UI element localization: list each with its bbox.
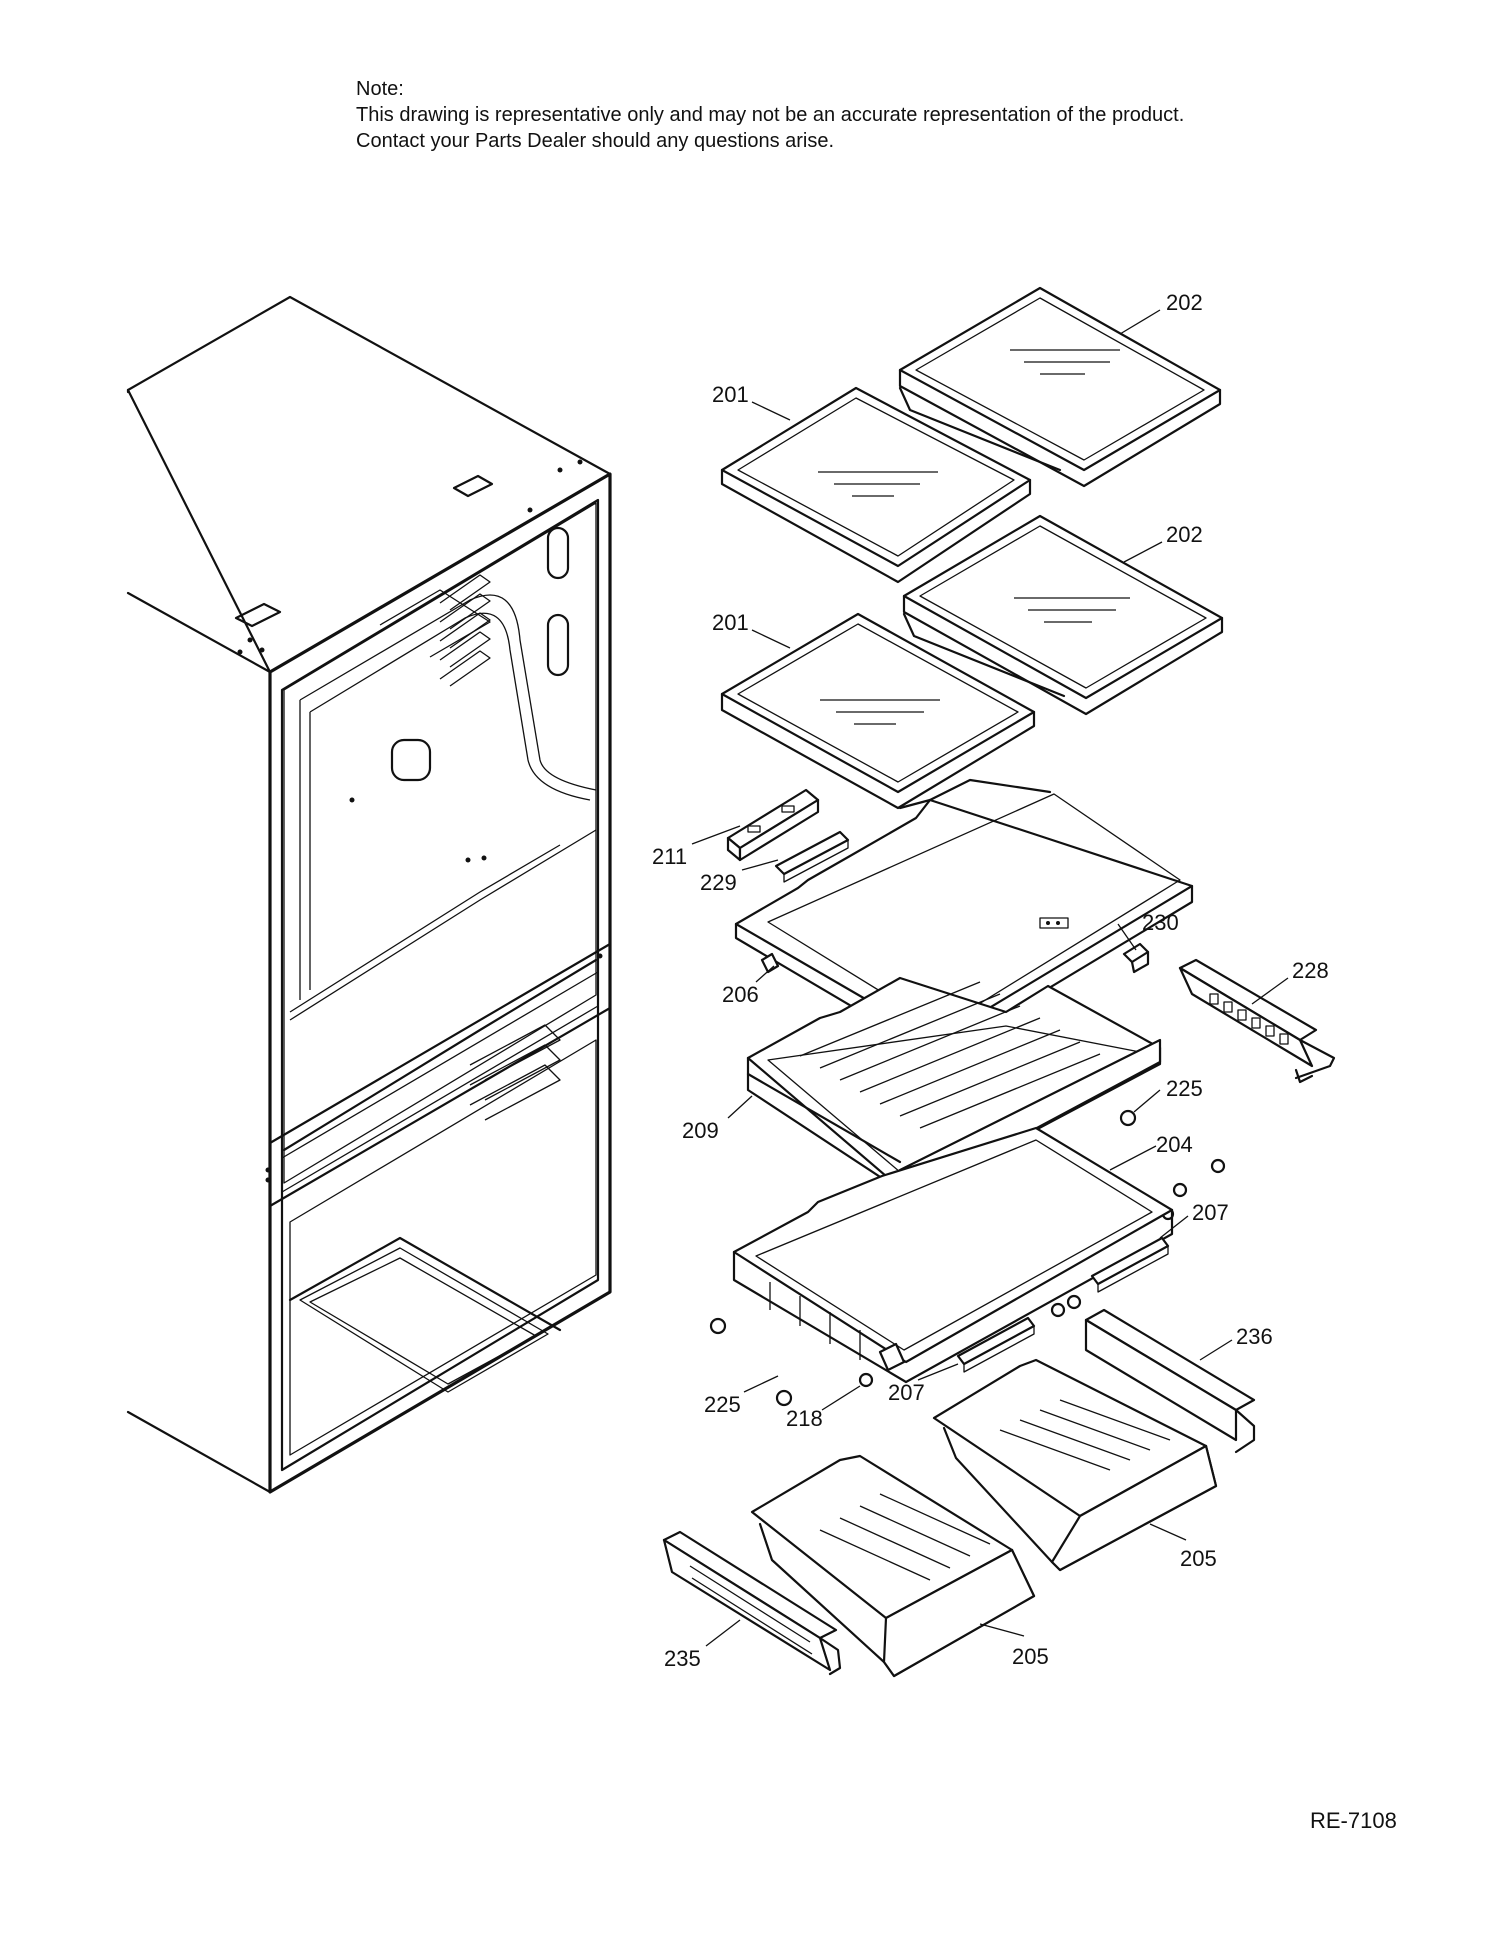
callout-205-left: 205 [1012,1644,1049,1669]
callout-206: 206 [722,982,759,1007]
part-228 [1178,958,1336,1084]
callout-236: 236 [1236,1324,1273,1349]
drawer-205-left [750,1454,1036,1678]
part-callouts: 202 201 202 201 211 229 230 228 206 209 … [652,290,1329,1671]
callout-201-second: 201 [712,610,749,635]
callout-228: 228 [1292,958,1329,983]
callout-207-right: 207 [1192,1200,1229,1225]
note-line-2: Contact your Parts Dealer should any que… [356,130,835,152]
part-211-229 [726,788,850,883]
part-230 [1122,942,1150,974]
callout-225-upper: 225 [1166,1076,1203,1101]
callout-207-left: 207 [888,1380,925,1405]
note-heading: Note: [356,78,404,100]
rail-235 [662,1530,842,1676]
callout-202-second: 202 [1166,522,1203,547]
callout-204: 204 [1156,1132,1193,1157]
callout-205-right: 205 [1180,1546,1217,1571]
fittings-lower [709,1317,874,1407]
callout-229: 229 [700,870,737,895]
shelf-201-second [720,612,1036,810]
drawer-205-right [932,1358,1218,1572]
shelf-202-second [902,514,1224,716]
callout-202-top: 202 [1166,290,1203,315]
callout-201-top: 201 [712,382,749,407]
callout-218: 218 [786,1406,823,1431]
shelf-201-top [720,386,1032,584]
refrigerator-cabinet [126,295,612,1494]
brackets-207 [956,1236,1170,1373]
callout-209: 209 [682,1118,719,1143]
callout-235: 235 [664,1646,701,1671]
note-line-1: This drawing is representative only and … [356,104,1185,126]
callout-211: 211 [652,844,687,869]
rail-236 [1084,1308,1256,1454]
shelf-202-top [898,286,1222,488]
disclaimer-note: Note: This drawing is representative onl… [356,76,1184,154]
callout-230: 230 [1142,910,1179,935]
crisper-frame-204 [732,1126,1174,1384]
drawing-code: RE-7108 [1310,1808,1397,1833]
leader-lines [691,309,1289,1647]
callout-225-lower: 225 [704,1392,741,1417]
